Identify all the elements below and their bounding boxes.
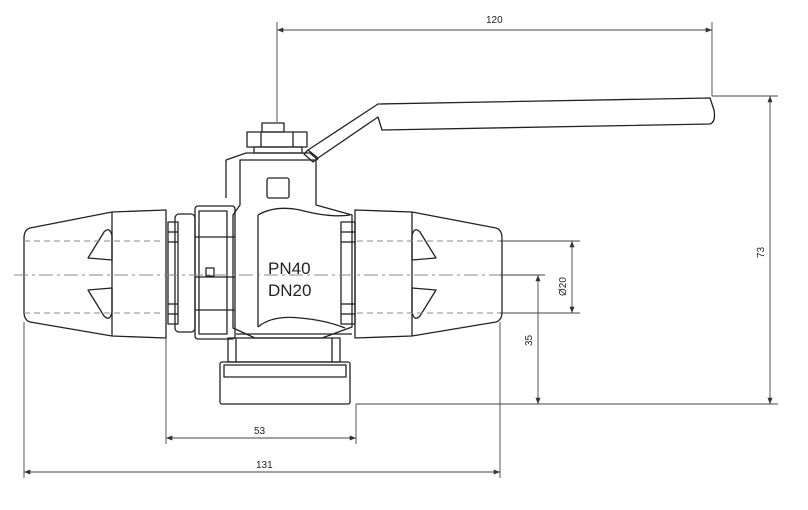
dimension-total-height: 73	[756, 246, 767, 258]
dimension-body-length: 53	[254, 426, 266, 437]
nominal-diameter-label: DN20	[268, 281, 311, 300]
left-thread	[167, 221, 179, 325]
right-pipe-connector	[354, 209, 503, 339]
dimension-handle-length: 120	[486, 15, 503, 26]
handle-lever	[303, 97, 716, 163]
centerlines	[14, 240, 520, 314]
dimension-overall-length: 131	[256, 460, 273, 471]
drain-cap	[219, 337, 351, 405]
valve-body	[232, 159, 353, 339]
stem-nut	[225, 122, 319, 198]
left-union-nut	[174, 205, 236, 340]
right-thread	[340, 221, 356, 325]
dimension-center-to-bottom: 35	[524, 334, 535, 346]
dimension-bore-diameter: Ø20	[558, 277, 569, 296]
valve-assembly	[23, 97, 716, 405]
pressure-rating-label: PN40	[268, 259, 311, 278]
dimension-lines	[23, 22, 778, 478]
left-pipe-connector	[23, 209, 167, 339]
